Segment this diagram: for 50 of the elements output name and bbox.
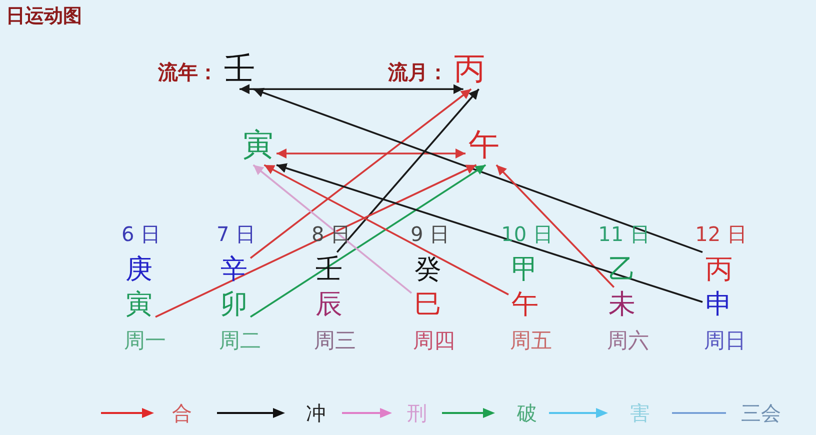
branch-label: 巳 (414, 290, 442, 320)
arrow (250, 164, 486, 318)
prefix-label: 流月： (388, 61, 448, 83)
day-label: 6 日 (121, 223, 161, 245)
arrow (250, 88, 472, 259)
stem-label: 壬 (224, 52, 255, 86)
day-label: 10 日 (501, 223, 553, 245)
stem-label: 甲 (512, 255, 538, 285)
arrow (252, 164, 412, 294)
weekday-label: 周三 (314, 329, 356, 353)
branch-label: 午 (468, 128, 500, 162)
weekday-label: 周四 (413, 329, 455, 353)
branch-label: 卯 (220, 290, 248, 320)
stem-label: 丙 (706, 255, 732, 285)
day-label: 11 日 (598, 223, 650, 245)
branch-label: 申 (706, 290, 732, 320)
legend-label: 害 (630, 402, 650, 424)
arrow (496, 164, 615, 288)
double-arrow (240, 84, 464, 94)
weekday-label: 周一 (124, 329, 166, 353)
arrow (155, 164, 477, 318)
branch-label: 寅 (242, 128, 274, 162)
day-label: 12 日 (695, 223, 747, 245)
day-label: 7 日 (216, 223, 256, 245)
legend-label: 合 (172, 402, 192, 424)
day-label: 8 日 (311, 223, 351, 245)
stem-label: 辛 (220, 255, 248, 285)
branch-label: 午 (512, 290, 538, 320)
arrow (336, 88, 480, 253)
double-arrow (276, 148, 466, 158)
weekday-label: 周五 (510, 329, 552, 353)
branch-label: 未 (608, 290, 636, 320)
legend-label: 刑 (407, 402, 427, 424)
legend-label: 冲 (306, 402, 326, 424)
prefix-label: 流年： (158, 61, 218, 83)
weekday-label: 周六 (607, 329, 649, 353)
weekday-label: 周日 (704, 329, 746, 353)
stem-label: 丙 (454, 52, 485, 86)
legend-label: 破 (517, 402, 537, 424)
arrow (253, 88, 703, 254)
weekday-label: 周二 (219, 329, 261, 353)
branch-label: 寅 (126, 290, 152, 320)
arrow (264, 164, 509, 296)
day-label: 9 日 (410, 223, 450, 245)
stem-label: 庚 (126, 255, 152, 285)
arrow (276, 163, 703, 303)
legend-label: 三会 (741, 402, 781, 424)
branch-label: 辰 (316, 290, 342, 320)
stem-label: 癸 (414, 255, 442, 285)
title: 日运动图 (6, 6, 82, 27)
